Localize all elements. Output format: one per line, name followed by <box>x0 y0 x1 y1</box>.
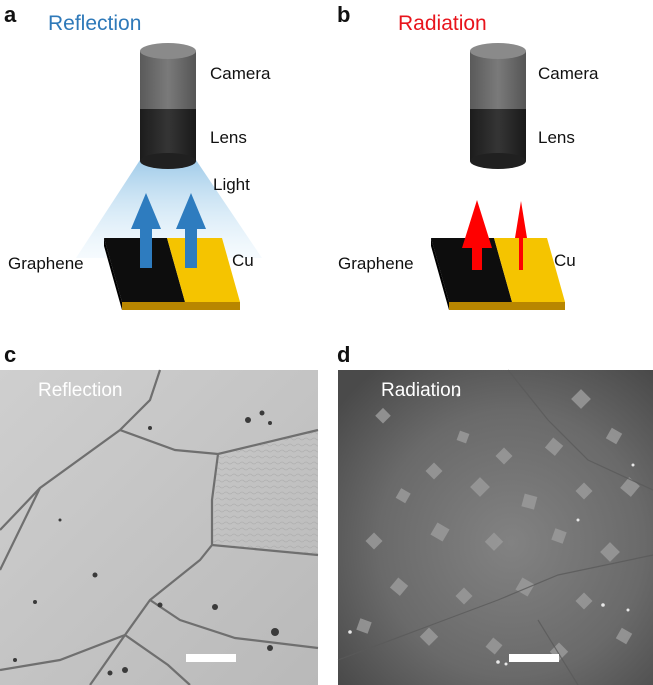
photo-label-reflection: Reflection <box>38 380 123 401</box>
reflection-arrow-2 <box>176 193 206 268</box>
substrate-b <box>431 238 565 310</box>
cu-label-a: Cu <box>232 251 254 270</box>
graphene-label-b: Graphene <box>338 254 414 273</box>
camera-label-a: Camera <box>210 64 271 83</box>
lens-label-a: Lens <box>210 128 247 147</box>
substrate-a <box>104 238 240 310</box>
camera-a <box>140 43 196 169</box>
panel-a-title: Reflection <box>48 12 142 35</box>
graphene-label-a: Graphene <box>8 254 84 273</box>
photo-label-radiation: Radiation <box>381 380 462 401</box>
graphene-side-b <box>431 238 449 310</box>
panel-b-title: Radiation <box>398 12 487 35</box>
scale-bar-c <box>186 654 236 662</box>
camera-b <box>470 43 526 169</box>
radiation-arrow-copper <box>515 201 527 270</box>
panel-d-letter: d <box>337 342 351 367</box>
light-label-a: Light <box>213 175 250 194</box>
lens-label-b: Lens <box>538 128 575 147</box>
light-cone <box>76 160 262 258</box>
graphene-side-a <box>104 238 122 310</box>
reflection-micrograph <box>0 369 319 685</box>
cu-label-b: Cu <box>554 251 576 270</box>
panel-b-letter: b <box>337 2 351 27</box>
graphene-top-a <box>104 238 185 302</box>
substrate-front-b <box>449 302 565 310</box>
reflection-arrow-1 <box>131 193 161 268</box>
radiation-arrow-graphene <box>462 200 492 270</box>
panel-a-illustration <box>76 43 565 310</box>
camera-label-b: Camera <box>538 64 599 83</box>
substrate-front-a <box>122 302 240 310</box>
panel-c-letter: c <box>4 342 17 367</box>
radiation-micrograph <box>337 369 653 685</box>
panel-a-letter: a <box>4 2 17 27</box>
graphene-top-b <box>431 238 512 302</box>
scale-bar-d <box>509 654 559 662</box>
copper-top-b <box>494 238 565 302</box>
